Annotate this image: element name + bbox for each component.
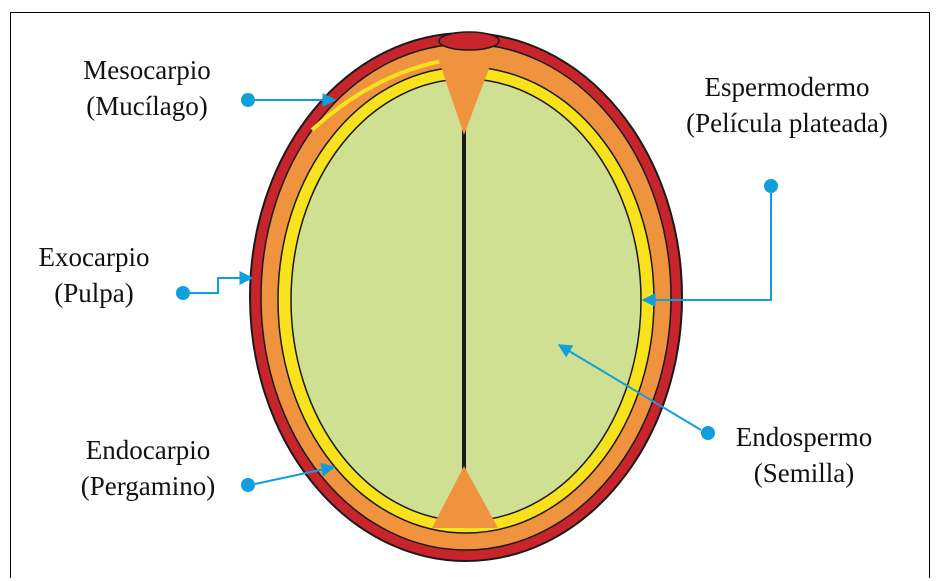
pointer-dot — [764, 179, 778, 193]
label-endospermo-line1: Endospermo — [736, 422, 872, 452]
stem-cap — [439, 32, 499, 50]
label-endospermo-line2: (Semilla) — [754, 458, 854, 488]
label-exocarpio-line2: (Pulpa) — [54, 278, 133, 308]
label-endocarpio-line1: Endocarpio — [86, 435, 210, 465]
pointer-dot — [701, 426, 715, 440]
pointer-dot — [176, 286, 190, 300]
pointer-exocarpio — [176, 278, 252, 300]
label-espermodermo-line2: (Película plateada) — [686, 108, 888, 138]
label-mesocarpio-line1: Mesocarpio — [83, 55, 210, 85]
pointer-dot — [241, 478, 255, 492]
label-exocarpio-line1: Exocarpio — [39, 242, 150, 272]
pointer-dot — [241, 93, 255, 107]
label-mesocarpio-line2: (Mucílago) — [86, 91, 207, 121]
label-espermodermo-line1: Espermodermo — [705, 72, 870, 102]
label-endocarpio-line2: (Pergamino) — [81, 471, 215, 501]
